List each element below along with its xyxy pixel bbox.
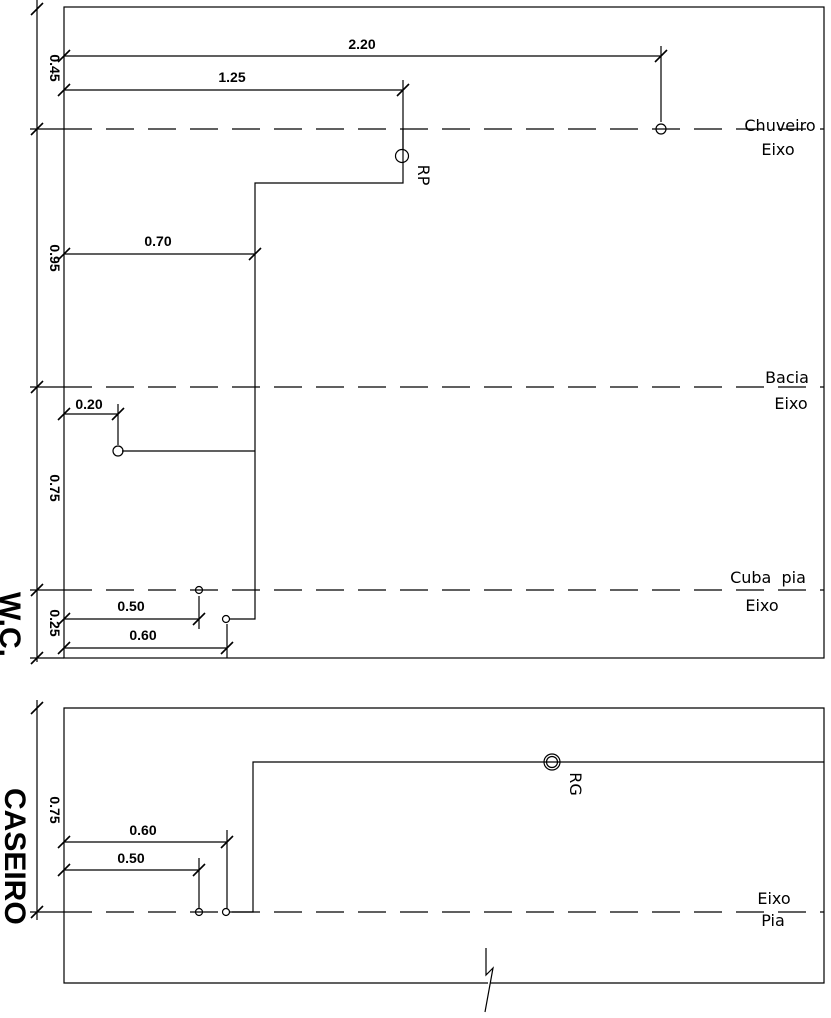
section-title-wc: W.C. (0, 592, 26, 657)
vertical-dim-label: 0.25 (47, 609, 63, 636)
shower-point-icon (655, 123, 667, 135)
water-pipe-caseiro (230, 761, 824, 913)
dim-0-50: 0.50 (57, 596, 206, 629)
sink-supply-icon (221, 614, 231, 624)
svg-text:0.20: 0.20 (75, 396, 102, 412)
axis-label: Eixo (774, 394, 807, 413)
dim-1-25: 1.25 (57, 69, 410, 150)
valve-rg-inner-icon (545, 755, 559, 769)
valve-rg-label: RG (566, 772, 585, 796)
vertical-dim-label: 0.95 (47, 244, 63, 271)
break-line-icon (484, 948, 494, 1013)
dim-0-50-caseiro: 0.50 (57, 850, 206, 908)
axis-label: Eixo (757, 889, 790, 908)
toilet-point-icon (112, 445, 124, 457)
axis-label: Eixo (761, 140, 794, 159)
svg-text:0.50: 0.50 (117, 598, 144, 614)
caseiro-plan-border (63, 707, 825, 984)
dim-0-60-caseiro: 0.60 (57, 822, 234, 908)
valve-rp-icon (394, 148, 410, 164)
sink-point-icon (194, 907, 204, 917)
valve-rg-icon (543, 753, 561, 771)
sink-supply-icon (221, 907, 231, 917)
axis-label: Bacia (765, 368, 809, 387)
dim-0-60: 0.60 (57, 624, 234, 658)
axis-label: Eixo (745, 596, 778, 615)
dim-0-70: 0.70 (57, 233, 262, 261)
svg-text:2.20: 2.20 (348, 36, 375, 52)
valve-rp-label: RP (414, 165, 433, 186)
wc-plan-border (63, 6, 825, 659)
wc-plan: 0.45 0.95 0.75 0.25 Chuveiro Eixo Bacia … (30, 0, 825, 665)
dim-0-20: 0.20 (57, 396, 125, 445)
svg-text:1.25: 1.25 (218, 69, 245, 85)
axis-label: Chuveiro (744, 116, 815, 135)
svg-text:0.70: 0.70 (144, 233, 171, 249)
svg-text:0.60: 0.60 (129, 822, 156, 838)
svg-text:0.50: 0.50 (117, 850, 144, 866)
caseiro-plan: 0.75 Eixo Pia 0.60 0.50 RG (30, 700, 825, 1013)
sink-point-icon (194, 585, 204, 595)
axis-label: Pia (761, 911, 785, 930)
vertical-dim-label: 0.75 (47, 796, 63, 823)
dim-2-20: 2.20 (57, 36, 668, 122)
axis-label: Cuba pia (730, 568, 806, 587)
section-title-caseiro: CASEIRO (0, 788, 31, 925)
water-pipe (229, 129, 404, 620)
svg-text:0.60: 0.60 (129, 627, 156, 643)
vertical-dim-label: 0.75 (47, 474, 63, 501)
